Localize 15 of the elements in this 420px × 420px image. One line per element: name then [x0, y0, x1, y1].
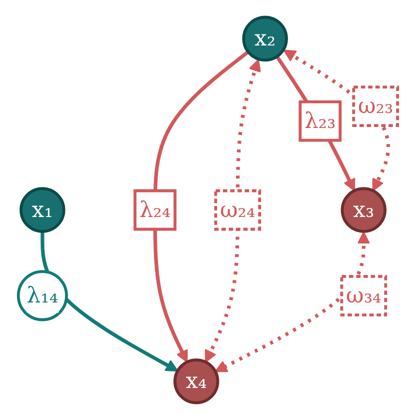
- edge-label: ω₃₄: [346, 282, 382, 308]
- edge-label: ω₂₄: [220, 196, 256, 223]
- arrow: [214, 231, 370, 372]
- node-circle: x₂: [242, 16, 288, 62]
- edge-label: λ₂₃: [304, 108, 336, 134]
- arrow: [275, 55, 356, 192]
- arrow: [283, 50, 390, 192]
- arrow: [153, 50, 250, 363]
- arrow: [204, 59, 261, 363]
- edge-label: λ₁₄: [26, 282, 58, 308]
- node-circle: x₃: [340, 187, 387, 233]
- node-circle: x₁: [20, 187, 66, 233]
- node-circle: x₄: [173, 358, 220, 404]
- edge-label: λ₂₄: [139, 196, 171, 223]
- edge-label: ω₂₃: [358, 92, 394, 120]
